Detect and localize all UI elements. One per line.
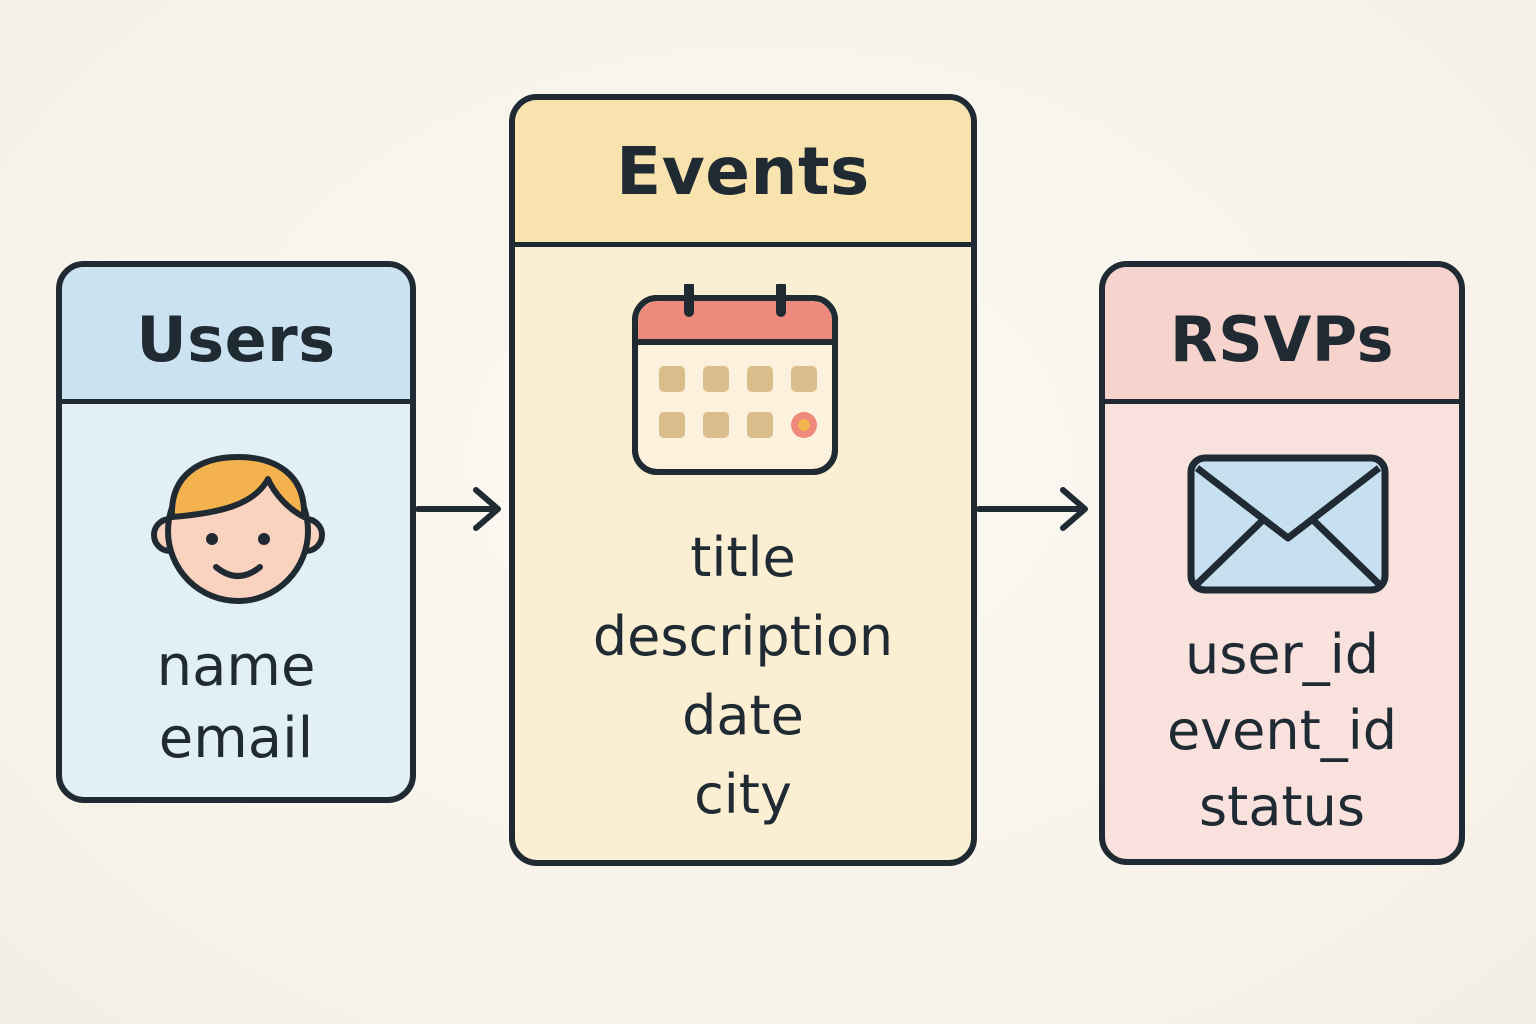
users-table-card: Users name email bbox=[56, 261, 416, 803]
envelope-icon bbox=[1187, 454, 1389, 594]
rsvps-table-title: RSVPs bbox=[1105, 267, 1459, 404]
events-table-card: Events title description date city bbox=[509, 94, 977, 866]
field-status: status bbox=[1199, 775, 1365, 838]
field-name: name bbox=[156, 634, 316, 699]
rsvps-field-list: user_id event_id status bbox=[1105, 617, 1459, 845]
field-email: email bbox=[158, 706, 314, 771]
field-description: description bbox=[592, 605, 894, 668]
field-date: date bbox=[682, 684, 804, 747]
events-field-list: title description date city bbox=[515, 518, 971, 834]
rsvps-table-card: RSVPs user_id event_id status bbox=[1099, 261, 1465, 865]
users-field-list: name email bbox=[62, 631, 410, 775]
arrow-users-to-events bbox=[416, 487, 501, 531]
arrow-events-to-rsvps bbox=[977, 487, 1088, 531]
events-table-title: Events bbox=[515, 100, 971, 247]
field-title: title bbox=[690, 526, 796, 589]
field-user-id: user_id bbox=[1184, 623, 1380, 686]
field-event-id: event_id bbox=[1166, 699, 1398, 762]
users-table-title: Users bbox=[62, 267, 410, 404]
field-city: city bbox=[694, 763, 792, 826]
user-face-icon bbox=[151, 454, 325, 604]
calendar-icon bbox=[632, 284, 838, 475]
